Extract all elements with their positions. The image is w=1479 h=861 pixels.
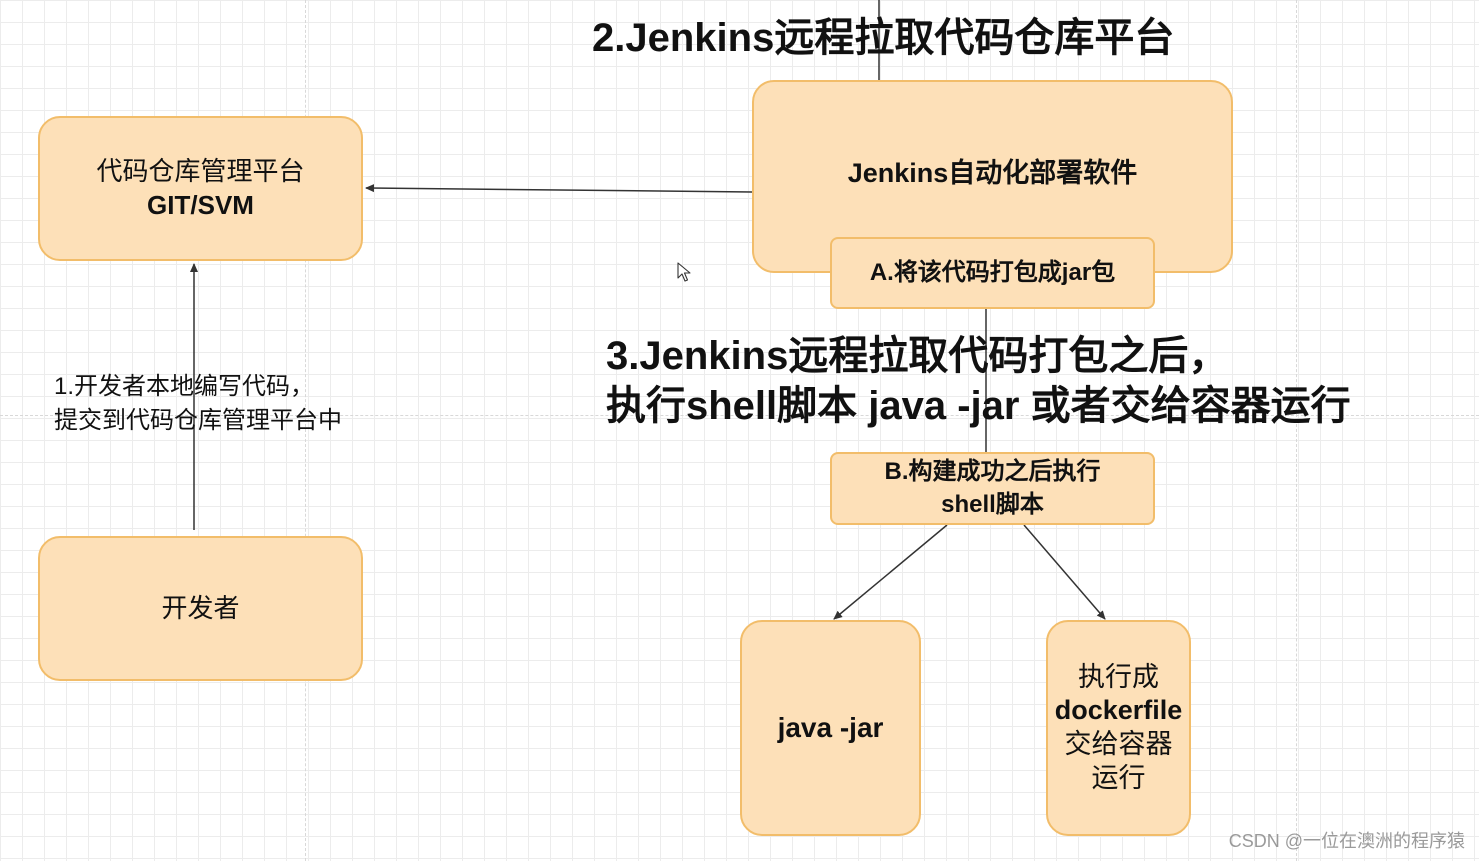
node-docker-line3: 交给容器 (1064, 729, 1173, 759)
node-build-line2: shell脚本 (941, 490, 1044, 518)
node-package-jar[interactable]: A.将该代码打包成jar包 (830, 237, 1155, 309)
arrow-jenkins-to-repo (365, 184, 753, 193)
node-repo-title: 代码仓库管理平台 (96, 155, 305, 186)
node-java-jar[interactable]: java -jar (740, 620, 921, 836)
guide-line-horizontal (0, 415, 1479, 416)
node-developer-label: 开发者 (161, 592, 240, 623)
node-build-line1: B.构建成功之后执行 (884, 458, 1101, 486)
label-step1-line1: 1.开发者本地编写代码， (54, 373, 315, 400)
node-developer[interactable]: 开发者 (38, 536, 363, 681)
mouse-pointer-icon (677, 262, 691, 282)
heading-step3-line2: 执行shell脚本 java -jar 或者交给容器运行 (606, 384, 1351, 428)
node-docker-line1: 执行成 (1078, 661, 1159, 692)
node-docker-line2: dockerfile (1054, 695, 1183, 726)
heading-step2: 2.Jenkins远程拉取代码仓库平台 (592, 16, 1175, 60)
watermark: CSDN @一位在澳洲的程序猿 (1228, 831, 1465, 851)
node-docker[interactable]: 执行成 dockerfile 交给容器 运行 (1046, 620, 1191, 836)
node-jenkins-label: Jenkins自动化部署软件 (847, 158, 1138, 188)
guide-line-vertical-right (1296, 0, 1297, 861)
node-java-jar-label: java -jar (777, 711, 884, 743)
arrow-build-to-java-jar (833, 524, 948, 620)
arrow-build-to-docker (1023, 524, 1106, 620)
label-step1-line2: 提交到代码仓库管理平台中 (54, 407, 342, 434)
heading-step3-line1: 3.Jenkins远程拉取代码打包之后， (606, 334, 1229, 378)
node-repo-platform[interactable]: 代码仓库管理平台 GIT/SVM (38, 116, 363, 261)
node-package-label: A.将该代码打包成jar包 (869, 258, 1116, 286)
node-repo-subtitle: GIT/SVM (147, 189, 254, 220)
node-build-shell[interactable]: B.构建成功之后执行 shell脚本 (830, 452, 1155, 525)
node-docker-line4: 运行 (1091, 762, 1146, 793)
guide-line-vertical-left (305, 0, 306, 861)
